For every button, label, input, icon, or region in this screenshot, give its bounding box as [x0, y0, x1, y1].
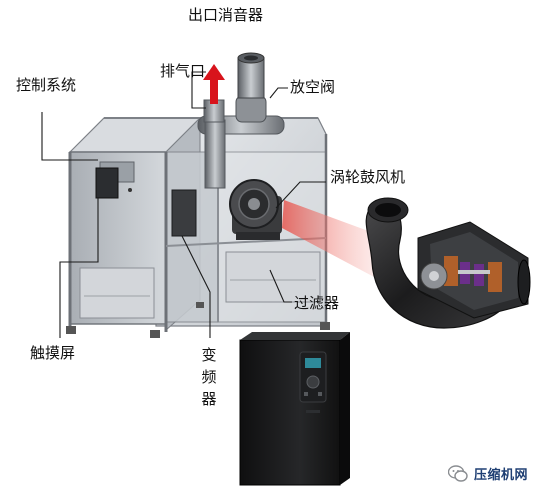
top-piping: [197, 52, 285, 189]
control-panel: [95, 161, 135, 199]
label-outlet-silencer: 出口消音器: [188, 6, 264, 24]
blower-motor: [229, 179, 282, 240]
label-inverter: 变频器: [201, 346, 217, 408]
label-vent-valve: 放空阀: [290, 78, 336, 96]
cabinet: [66, 116, 330, 338]
label-turbo-blower: 涡轮鼓风机: [330, 168, 406, 186]
cabinet-inverter-slot: [171, 189, 197, 237]
exhaust-arrow: [203, 64, 225, 104]
zoom-beam: [282, 200, 382, 278]
inverter-unit: [239, 332, 350, 486]
wechat-icon: [448, 464, 468, 482]
label-control-system: 控制系统: [16, 76, 77, 94]
leader-lines: [41, 71, 326, 338]
watermark: 压缩机网: [448, 464, 528, 483]
label-touch-screen: 触摸屏: [30, 344, 76, 362]
label-filter: 过滤器: [294, 294, 340, 312]
label-exhaust-port: 排气口: [160, 62, 206, 80]
watermark-text: 压缩机网: [474, 468, 529, 483]
turbo-blower-cutaway: [365, 197, 531, 329]
